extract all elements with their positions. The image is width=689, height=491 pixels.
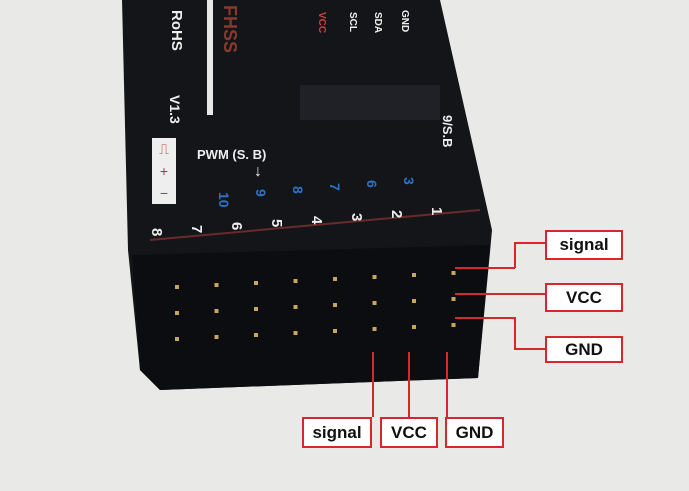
pin (372, 301, 377, 305)
pin (254, 307, 258, 311)
channel-number: 1 (428, 207, 445, 216)
right-gnd-leader-line (455, 317, 545, 350)
label-bottom-vcc: VCC (380, 417, 438, 448)
pin (412, 299, 416, 303)
i2c-vcc: VCC (316, 12, 327, 34)
minus-symbol: − (159, 185, 169, 202)
pin (372, 275, 377, 279)
label-bottom-gnd: GND (445, 417, 504, 448)
pwm-channel-number: 10 (216, 192, 232, 208)
pin (293, 305, 298, 309)
i2c-gnd: GND (399, 10, 410, 33)
pwm-channel-number: 8 (290, 186, 306, 194)
pin (451, 271, 456, 275)
version-text: V1.3 (167, 95, 183, 124)
pin (412, 325, 416, 329)
pin (293, 331, 298, 335)
pin (175, 337, 179, 341)
channel-number: 4 (308, 216, 325, 225)
pwm-label: PWM (S. B) (197, 147, 267, 162)
pwm-channel-number: 7 (327, 183, 343, 191)
channel-number: 2 (388, 210, 405, 219)
pin (333, 329, 337, 333)
pin (214, 335, 219, 339)
i2c-scl: SCL (347, 12, 358, 32)
connector-slot (300, 85, 440, 120)
pin (175, 285, 179, 289)
divider-line (149, 209, 481, 241)
label-stripe (207, 0, 213, 115)
pin (175, 311, 179, 315)
plus-symbol: + (159, 163, 169, 180)
label-right-gnd: GND (545, 336, 623, 363)
right-signal-leader-line (514, 242, 545, 268)
channel-number: 8 (148, 228, 165, 237)
pwm-channel-number: 6 (364, 180, 380, 188)
label-right-signal: signal (545, 230, 623, 260)
pin-header (175, 271, 456, 341)
channel-number: 6 (228, 222, 245, 231)
i2c-sda: SDA (372, 12, 383, 34)
pwm-channel-number: 3 (401, 177, 417, 185)
rohs-text: RoHS (168, 10, 185, 51)
pin (451, 297, 456, 301)
pin (372, 327, 377, 331)
label-bottom-signal: signal (302, 417, 372, 448)
pin (214, 309, 219, 313)
signal-legend: ⎍ + − (152, 138, 176, 204)
channel-number: 5 (268, 219, 285, 228)
channel-number: 3 (348, 213, 365, 222)
down-arrow-icon: ↓ (254, 163, 262, 180)
signal-symbol: ⎍ (159, 140, 169, 157)
pin (333, 277, 337, 281)
label-right-vcc: VCC (545, 283, 623, 312)
receiver-front-face (132, 245, 490, 390)
pin (254, 281, 258, 285)
brand-text: FHSS (220, 5, 240, 54)
pin (214, 283, 219, 287)
sbus-label: 9/S.B (440, 115, 455, 148)
pin (333, 303, 337, 307)
channel-number: 7 (188, 225, 205, 234)
pin (254, 333, 258, 337)
pin (451, 323, 456, 327)
pwm-channel-number: 9 (253, 189, 269, 197)
pin (293, 279, 298, 283)
pin (412, 273, 416, 277)
